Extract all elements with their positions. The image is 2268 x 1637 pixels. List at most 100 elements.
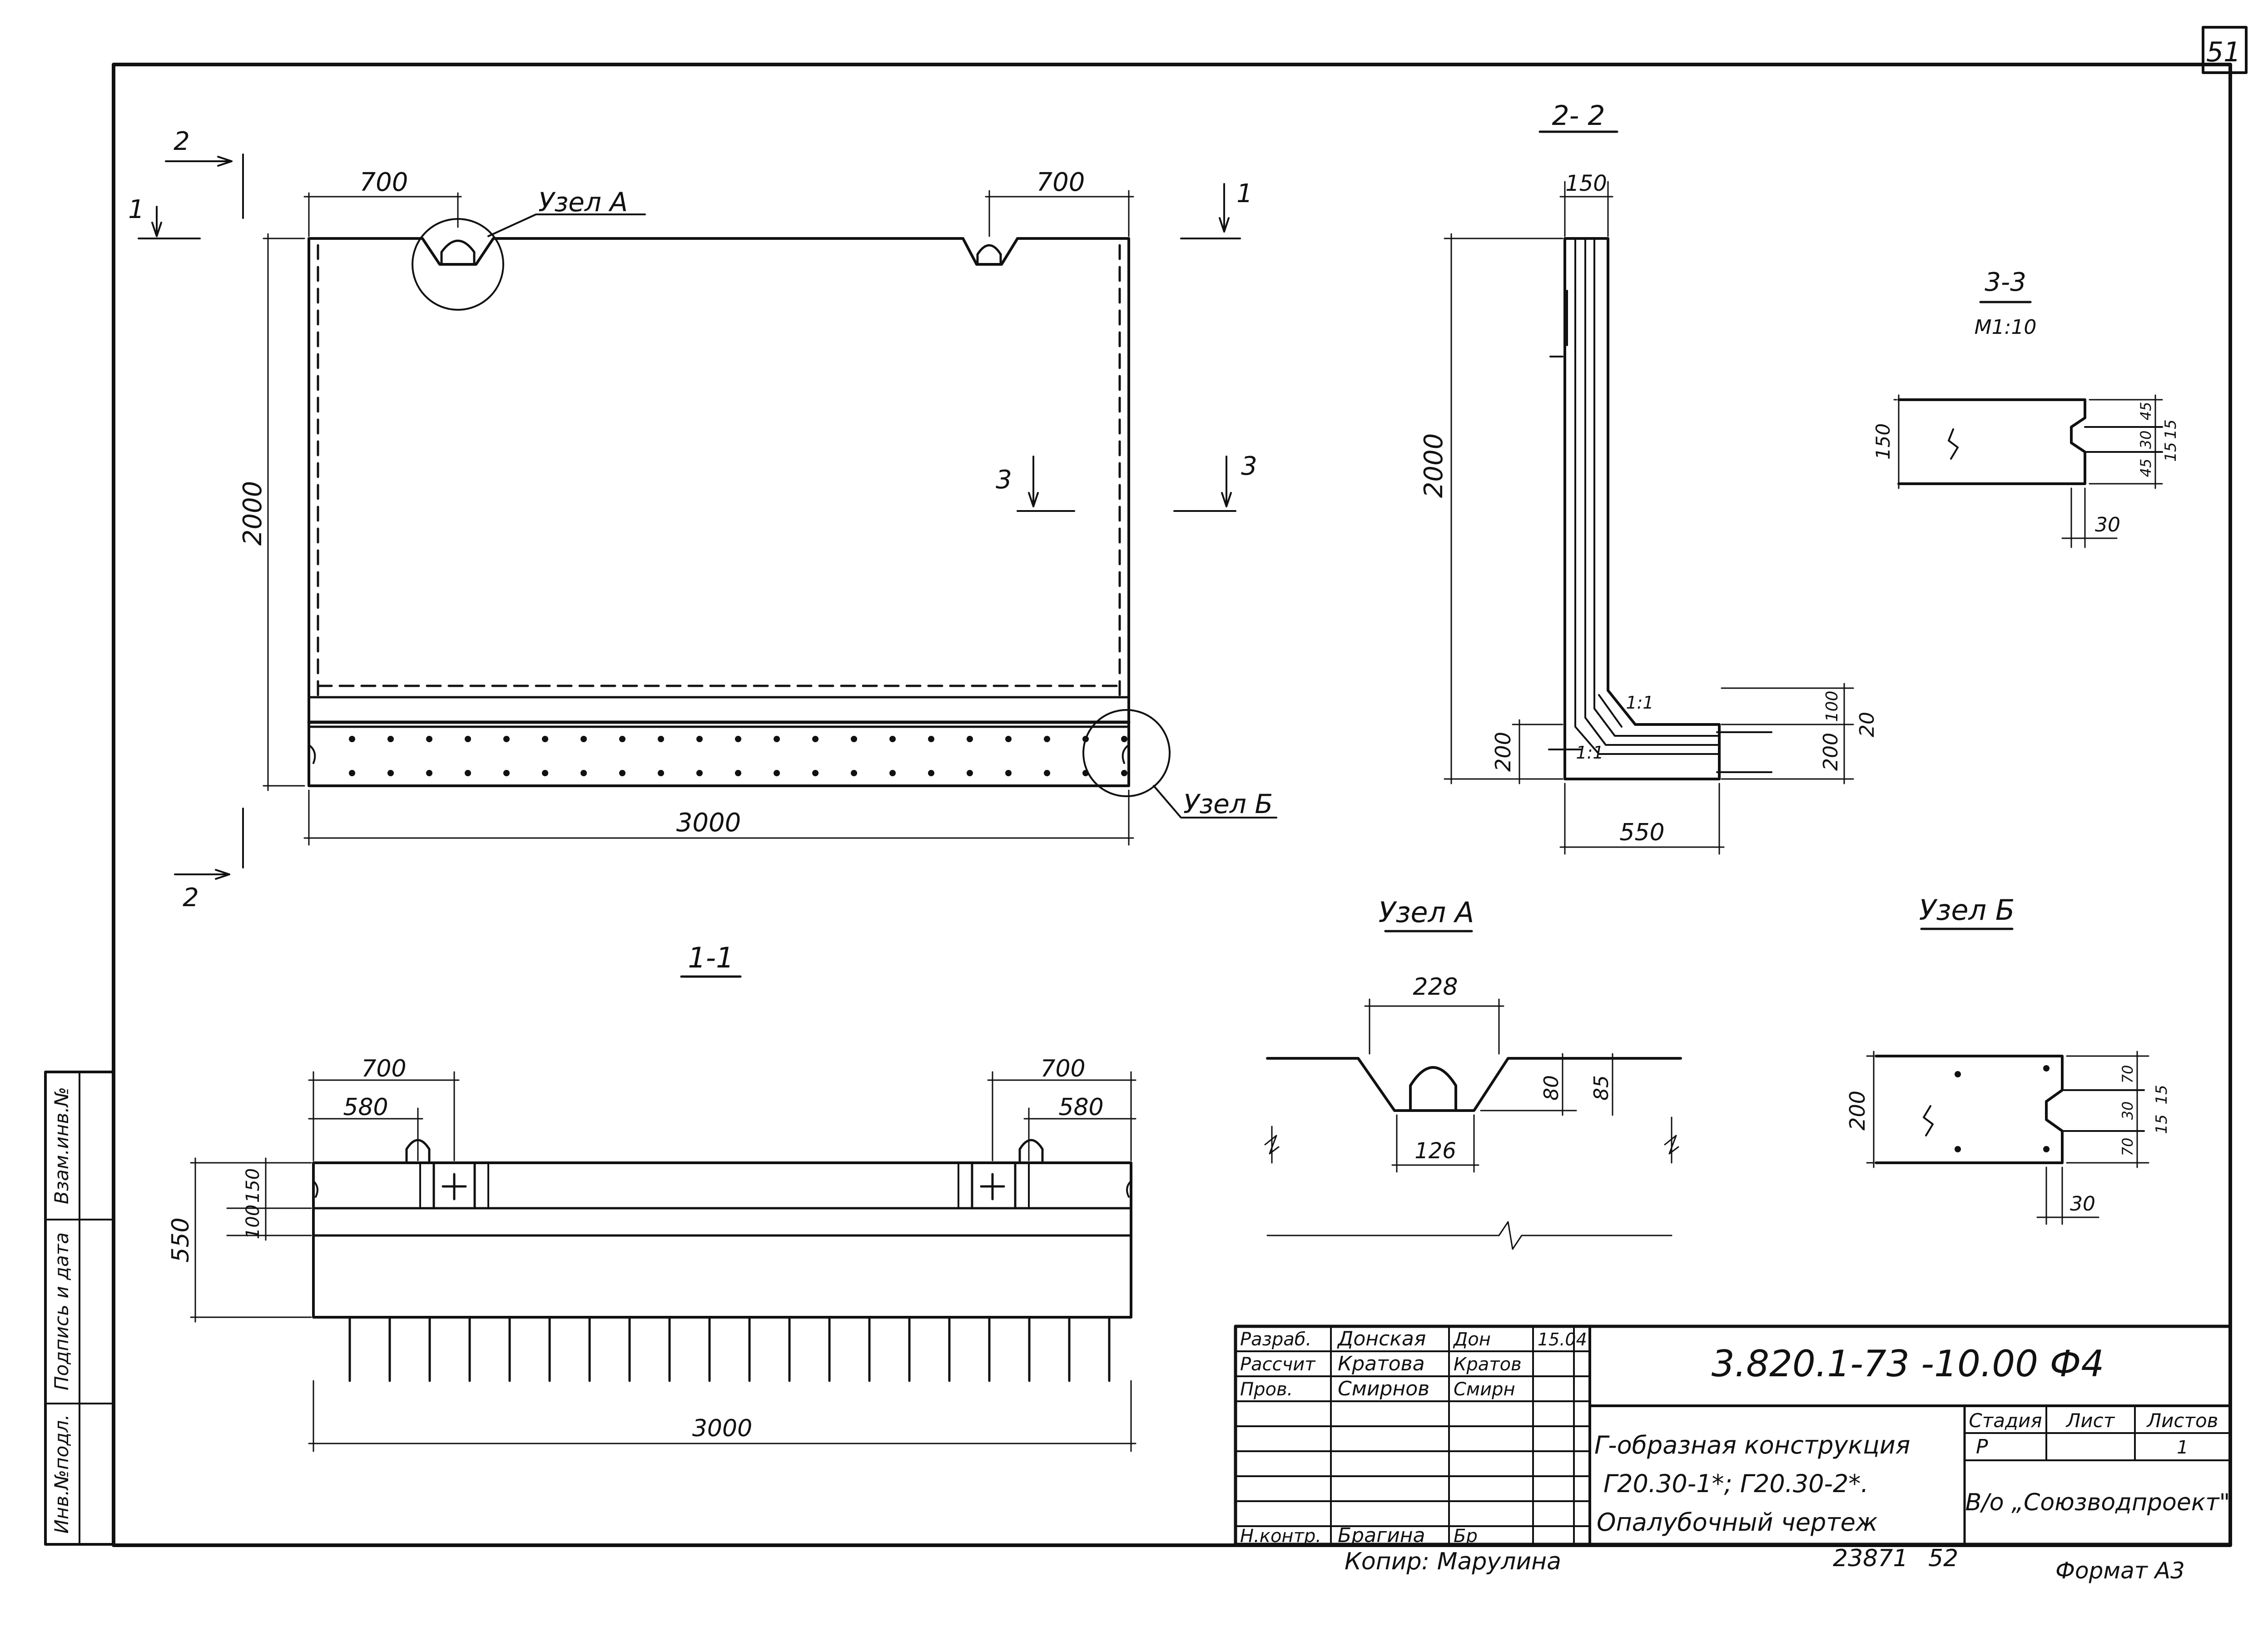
base-dot: [619, 736, 625, 742]
base-dot: [465, 736, 471, 742]
base-dot: [928, 770, 934, 776]
s22-slope-2: 1:1: [1576, 743, 1603, 763]
object-title-line-3: Опалубочный чертеж: [1597, 1508, 1878, 1537]
base-dot: [1005, 770, 1012, 776]
base-dot: [658, 770, 664, 776]
node-b-detail: [1866, 928, 2149, 1225]
base-dot: [1121, 736, 1127, 742]
base-dot: [349, 770, 355, 776]
base-dot: [426, 736, 432, 742]
base-dot: [1044, 736, 1050, 742]
section-marker-3-right: 3: [1241, 451, 1257, 481]
base-dot: [503, 736, 510, 742]
node-b-title: Узел Б: [1919, 893, 2015, 927]
front-node-a-label: Узел А: [538, 187, 628, 218]
base-dot: [696, 770, 703, 776]
base-dot: [774, 736, 780, 742]
node-b-dim-30: 30: [2119, 1101, 2136, 1120]
base-dot: [812, 770, 819, 776]
side-stamp: [44, 1071, 115, 1546]
organization: В/о „Союзводпроект": [1965, 1489, 2230, 1516]
s33-dim-45-top: 45: [2137, 402, 2154, 421]
signature-role: Разраб.: [1240, 1329, 1311, 1350]
object-title-line-2: Г20.30-1*; Г20.30-2*.: [1603, 1469, 1869, 1498]
base-dot: [503, 770, 510, 776]
s33-dim-150: 150: [1872, 423, 1894, 460]
section-1-1-title: 1-1: [688, 941, 734, 974]
stage-value: Р: [1976, 1435, 1988, 1458]
section-marker-2-bottom: 2: [183, 883, 199, 913]
base-dot: [658, 736, 664, 742]
s22-dim-100: 100: [1823, 691, 1841, 722]
s33-dim-15b: 15: [2162, 442, 2180, 461]
s33-dim-30-bottom: 30: [2095, 513, 2120, 536]
base-dot: [1082, 736, 1089, 742]
section-3-3-scale: М1:10: [1975, 316, 2037, 339]
s11-dim-700-right: 700: [1040, 1055, 1085, 1082]
base-dot: [851, 770, 857, 776]
signature-name: Брагина: [1338, 1524, 1425, 1547]
s22-dim-550: 550: [1619, 819, 1664, 846]
object-title-line-1: Г-образная конструкция: [1594, 1431, 1910, 1459]
signature-mark: Дон: [1453, 1329, 1491, 1350]
section-3-3-view: [1893, 301, 2163, 548]
s22-dim-2000: 2000: [1419, 433, 1449, 498]
s11-dim-100: 100: [243, 1205, 263, 1239]
base-dot: [889, 770, 896, 776]
base-dot: [387, 770, 394, 776]
page-number: 52: [1928, 1545, 1958, 1572]
section-marker-1-right: 1: [1236, 179, 1253, 208]
node-b-dim-70-top: 70: [2119, 1065, 2136, 1084]
base-dot: [928, 736, 934, 742]
side-stamp-replace-inv: Взам.инв.№: [50, 1087, 73, 1204]
section-2-2-title: 2- 2: [1552, 100, 1605, 132]
format-label: Формат А3: [2055, 1558, 2185, 1584]
front-dim-700-left: 700: [360, 168, 408, 197]
signature-name: Кратова: [1338, 1352, 1425, 1375]
node-a-dim-85: 85: [1590, 1075, 1613, 1101]
section-marker-1-left: 1: [128, 195, 144, 224]
signature-name: Смирнов: [1338, 1377, 1429, 1400]
node-a-detail: [1264, 930, 1682, 1250]
base-dot: [1005, 736, 1012, 742]
base-dot: [581, 770, 587, 776]
front-base-dots: [349, 736, 1127, 776]
s11-dim-3000: 3000: [692, 1415, 752, 1442]
section-1-1-view: [190, 975, 1136, 1452]
section-marker-3-left: 3: [996, 465, 1012, 495]
base-dot: [735, 770, 741, 776]
sheet-number-box: [2202, 26, 2248, 74]
base-dot: [426, 770, 432, 776]
node-b-dots: [1955, 1065, 2050, 1152]
title-block-row-lines: [1235, 1350, 1591, 1527]
s33-dim-30: 30: [2137, 431, 2154, 449]
s11-dim-700-left: 700: [361, 1055, 406, 1082]
base-dot: [542, 736, 548, 742]
node-a-dim-126: 126: [1414, 1138, 1456, 1164]
sheet-frame: [112, 63, 2232, 1547]
node-a-dim-80: 80: [1540, 1075, 1563, 1101]
signature-mark: Бр: [1454, 1526, 1478, 1547]
base-dot: [967, 736, 973, 742]
front-view: [138, 154, 1277, 880]
section-2-2-view: [1444, 130, 1854, 855]
signature-mark: Смирн: [1454, 1379, 1515, 1400]
base-dot: [812, 736, 819, 742]
section-1-1-bars: [348, 1316, 1111, 1382]
side-stamp-original-inv: Инв.№подл.: [50, 1414, 73, 1533]
sheets-value: 1: [2177, 1437, 2188, 1458]
signature-role: Рассчит: [1240, 1354, 1316, 1375]
s22-dim-150: 150: [1565, 171, 1607, 196]
sheet-header: Лист: [2065, 1409, 2115, 1432]
node-b-dim-15a: 15: [2153, 1085, 2171, 1104]
signature-name: Донская: [1337, 1327, 1426, 1350]
s22-slope-1: 1:1: [1626, 693, 1653, 713]
signature-role: Пров.: [1240, 1379, 1293, 1400]
stage-header: Стадия: [1969, 1409, 2042, 1432]
base-dot: [696, 736, 703, 742]
base-dot: [1044, 770, 1050, 776]
node-b-dim-30-bottom: 30: [2070, 1192, 2095, 1215]
